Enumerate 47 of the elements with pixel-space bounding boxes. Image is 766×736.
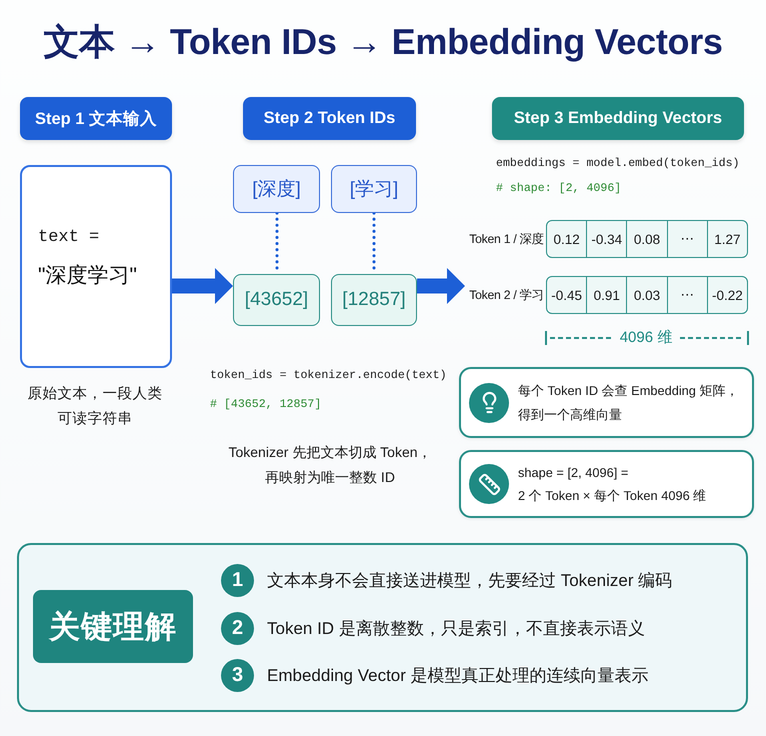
token-chip: [学习] xyxy=(331,165,417,213)
token-chip: [深度] xyxy=(233,165,320,213)
code-comment: # shape: [2, 4096] xyxy=(496,182,622,195)
key-heading-badge: 关键理解 xyxy=(33,590,193,663)
number-badge: 3 xyxy=(221,659,254,692)
vector-row xyxy=(546,276,748,314)
step-badge: Step 1 文本输入 xyxy=(20,97,172,140)
info-card xyxy=(459,367,754,438)
code-line: token_ids = tokenizer.encode(text) xyxy=(210,369,447,382)
vector-value: 0.03 xyxy=(626,277,667,313)
step-badge: Step 3 Embedding Vectors xyxy=(492,97,744,140)
key-points-panel xyxy=(17,543,748,712)
vector-value: ⋯ xyxy=(666,221,707,257)
description-text: 原始文本，一段人类可读字符串 xyxy=(26,385,164,430)
key-point-text: 文本本身不会直接送进模型，先要经过 Tokenizer 编码 xyxy=(267,570,674,592)
block-arrow xyxy=(172,268,233,304)
code-text: text = xyxy=(38,228,100,247)
code-line: embeddings = model.embed(token_ids) xyxy=(496,157,740,170)
card-text: 每个 Token ID 会查 Embedding 矩阵，得到一个高维向量 xyxy=(518,382,740,424)
card-text: 2 个 Token × 每个 Token 4096 维 xyxy=(518,487,706,505)
code-comment: # [43652, 12857] xyxy=(210,398,322,411)
key-point-text: Token ID 是离散整数，只是索引，不直接表示语义 xyxy=(267,618,646,640)
row-label: Token 2 / 学习 xyxy=(465,276,543,314)
number-badge: 2 xyxy=(221,612,254,645)
vector-value: 0.08 xyxy=(626,221,667,257)
note-text: Tokenizer 先把文本切成 Token，再映射为唯一整数 ID xyxy=(227,443,433,488)
token-id-chip: [12857] xyxy=(331,274,417,326)
info-card xyxy=(459,450,754,518)
number-badge: 1 xyxy=(221,564,254,597)
code-box xyxy=(20,165,172,368)
vector-value: ⋯ xyxy=(666,277,707,313)
step-badge: Step 2 Token IDs xyxy=(243,97,416,140)
string-text: "深度学习" xyxy=(38,263,137,289)
token-id-chip: [43652] xyxy=(233,274,320,326)
vector-value: -0.22 xyxy=(706,277,747,313)
block-arrow xyxy=(417,268,465,304)
vector-row xyxy=(546,220,748,258)
vector-value: 0.91 xyxy=(586,277,626,313)
vector-value: -0.45 xyxy=(550,286,583,304)
card-text: shape = [2, 4096] = xyxy=(518,464,628,482)
vector-value: 0.12 xyxy=(552,230,581,248)
vector-value: -0.34 xyxy=(586,221,626,257)
title: 文本 → Token IDs → Embedding Vectors xyxy=(43,20,723,64)
row-label: Token 1 / 深度 xyxy=(468,230,543,248)
key-point-text: Embedding Vector 是模型真正处理的连续向量表示 xyxy=(267,665,650,687)
vector-value: 1.27 xyxy=(706,221,747,257)
dimension-label: 4096 维 xyxy=(618,328,674,348)
